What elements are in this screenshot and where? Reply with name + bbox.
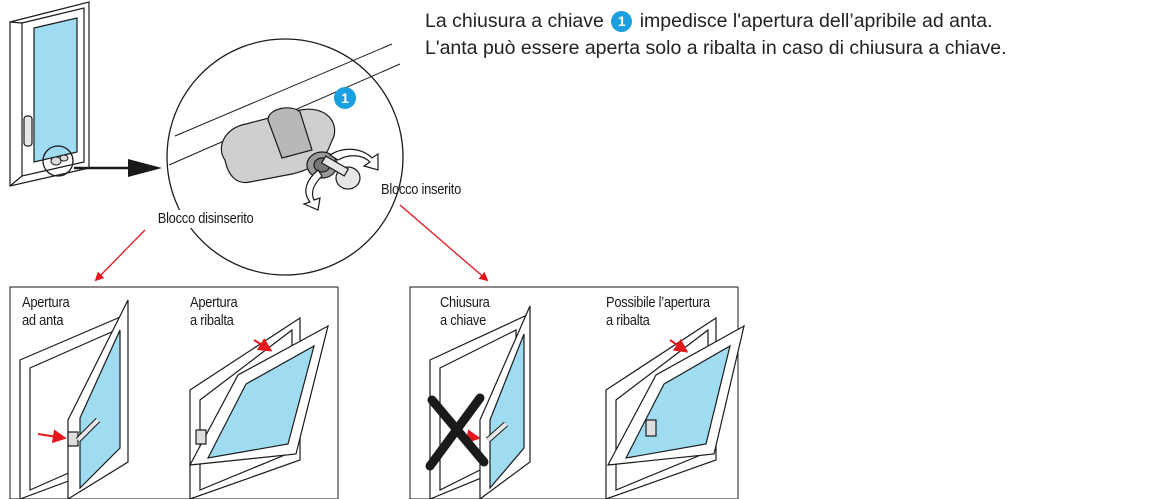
label-tilt-possible-1: Possibile l’apertura	[606, 294, 710, 311]
window-tilt-open-icon	[188, 316, 329, 499]
arrow-to-right-panel	[399, 204, 489, 282]
label-lock-disengaged: Blocco disinserito	[156, 210, 256, 228]
push-arrow	[37, 429, 67, 444]
turn-arrows-icon	[302, 148, 379, 211]
overview-window-icon	[9, 1, 90, 187]
cross-icon	[425, 393, 489, 471]
panel-left	[9, 286, 339, 499]
svg-text:1: 1	[341, 90, 349, 106]
label-key-lock-1: Chiusura	[440, 294, 490, 311]
label-tilt-open-1: Apertura	[190, 294, 238, 311]
window-locked-icon	[429, 305, 531, 499]
lock-detail-marker	[42, 145, 74, 177]
label-tilt-possible-2: a ribalta	[606, 312, 650, 329]
label-key-lock-2: a chiave	[440, 312, 486, 329]
arrow-to-left-panel	[94, 229, 146, 282]
label-side-open-2: ad anta	[22, 312, 64, 329]
key-icon	[320, 155, 361, 190]
description-line-1: La chiusura a chiave 1 impedisce l'apert…	[425, 10, 993, 32]
tilt-arrow-right	[669, 338, 689, 353]
zoom-arrow-icon	[74, 159, 162, 177]
key-lock-badge: 1	[611, 11, 633, 32]
small-lock-icon	[50, 154, 69, 166]
window-side-open-icon	[19, 299, 129, 499]
label-tilt-open-2: a ribalta	[190, 312, 234, 329]
description-line-2: L'anta può essere aperta solo a ribalta …	[425, 37, 1007, 59]
label-side-open-1: Apertura	[22, 294, 70, 311]
panel-right	[409, 286, 739, 499]
window-tilt-possible-icon	[605, 316, 745, 499]
lock-cylinder-icon	[220, 107, 338, 184]
tilt-arrow-left	[253, 338, 273, 352]
description-text: La chiusura a chiave 1 impedisce l'apert…	[425, 8, 1007, 62]
detail-badge: 1	[334, 87, 356, 109]
label-lock-engaged: Blocco inserito	[381, 181, 462, 198]
